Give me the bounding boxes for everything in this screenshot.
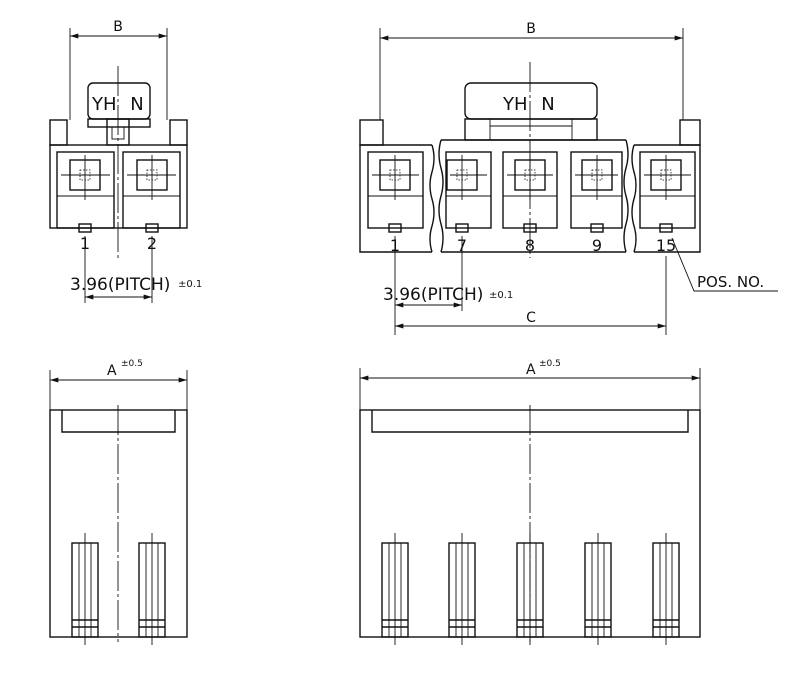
terminal-stub [659, 223, 673, 233]
pos-no-leader [671, 237, 778, 292]
lock-ramp [87, 118, 151, 128]
housing-body [49, 144, 188, 229]
pos-no-label: POS. NO. [697, 273, 764, 291]
terminal-pin [584, 533, 612, 645]
pin-cavity [367, 151, 424, 233]
pin-cavity [445, 151, 492, 233]
a-dimension-label: A [107, 363, 117, 379]
terminal-pin [516, 533, 544, 645]
pin-outline [138, 542, 166, 638]
b-dimension-label: B [113, 19, 123, 35]
terminal-stub [523, 223, 537, 233]
pin-outline [381, 542, 409, 638]
pin-number: 9 [592, 236, 602, 255]
side-view-multipin: A ±0.5 [359, 359, 701, 645]
cavity-outline [367, 151, 424, 229]
side-tab-left [359, 119, 384, 146]
terminal-stub [78, 223, 92, 233]
terminal-pin [138, 533, 166, 645]
terminal-stub [455, 223, 469, 233]
b-dimension-label: B [526, 21, 536, 37]
pin-cavity [570, 151, 623, 233]
cavity-outline [56, 151, 115, 229]
terminal-stub [590, 223, 604, 233]
pitch-label: 3.96(PITCH) [70, 275, 170, 295]
side-view-2pin: A ±0.5 [49, 359, 188, 645]
pin-cavity [122, 151, 181, 233]
terminal-pin [652, 533, 680, 645]
break-line [438, 139, 444, 253]
terminal-pin [448, 533, 476, 645]
terminal-stub [388, 223, 402, 233]
pin-outline [448, 542, 476, 638]
housing-segment-left [359, 144, 432, 253]
c-dimension-label: C [526, 310, 536, 326]
break-line [429, 144, 435, 253]
side-tab-left [49, 119, 68, 146]
pitch-tolerance: ±0.1 [178, 279, 202, 290]
a-dimension-tolerance: ±0.5 [539, 359, 561, 369]
housing-lip [61, 410, 176, 433]
side-tab-right [679, 119, 701, 146]
housing-segment-right [634, 144, 701, 253]
front-view-multipin: B YH N 1 7 8 9 15 3.96(PITCH) ±0.1 [359, 21, 778, 335]
cavity-outline [639, 151, 696, 229]
pin-number: 15 [656, 236, 676, 255]
pin-outline [652, 542, 680, 638]
a-dimension-tolerance: ±0.5 [121, 359, 143, 369]
cavity-outline [122, 151, 181, 229]
pin-outline [584, 542, 612, 638]
marking-label: YH N [502, 94, 555, 115]
terminal-stub [145, 223, 159, 233]
front-view-2pin: B YH N 1 2 3.96(PITCH) ±0.1 [49, 19, 202, 303]
pin-outline [71, 542, 99, 638]
pin-outline [516, 542, 544, 638]
marking-label: YH N [91, 94, 144, 115]
pitch-label: 3.96(PITCH) [383, 285, 483, 305]
pin-cavity [639, 151, 696, 233]
terminal-pin [71, 533, 99, 645]
break-line [623, 139, 629, 253]
pin-number: 8 [525, 236, 535, 255]
side-tab-right [169, 119, 188, 146]
lock-ramp [464, 118, 598, 141]
cavity-outline [502, 151, 558, 229]
a-dimension-label: A [526, 362, 536, 378]
housing-body [49, 409, 188, 638]
pitch-tolerance: ±0.1 [489, 290, 513, 301]
cavity-outline [570, 151, 623, 229]
pin-cavity [56, 151, 115, 233]
terminal-pin [381, 533, 409, 645]
break-line [631, 144, 637, 253]
pin-cavity [502, 151, 558, 233]
